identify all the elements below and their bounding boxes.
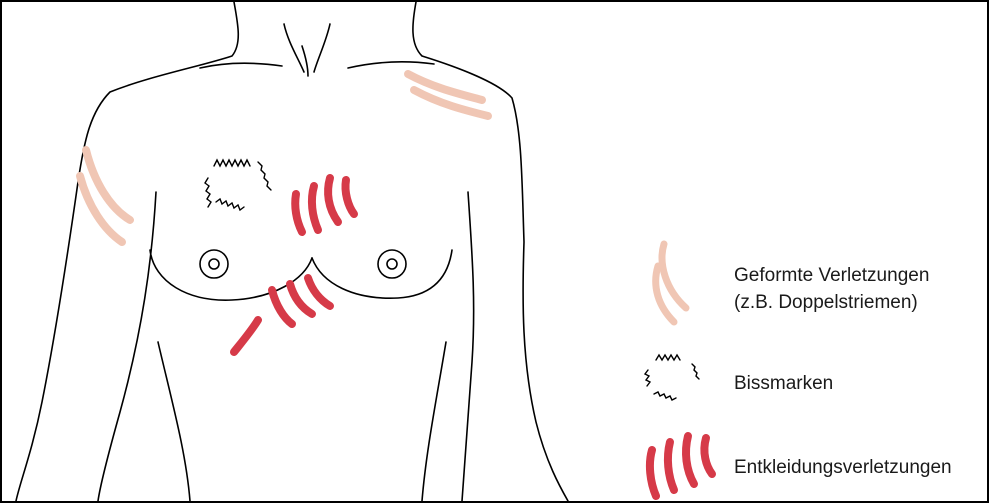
bite-mark-icon bbox=[645, 355, 699, 400]
double-stripe-icon bbox=[656, 244, 686, 322]
legend-label-bite-marks: Bissmarken bbox=[734, 372, 833, 396]
legend-label-patterned-injuries-example: (z.B. Doppelstriemen) bbox=[734, 291, 918, 315]
patterned-injuries bbox=[80, 74, 488, 242]
undressing-injuries bbox=[234, 178, 354, 352]
bite-mark bbox=[205, 160, 271, 210]
torso-outline bbox=[16, 2, 568, 501]
legend-label-undressing-injuries: Entkleidungsverletzungen bbox=[734, 456, 952, 480]
undressing-injury-icon bbox=[650, 436, 712, 496]
legend-label-patterned-injuries: Geformte Verletzungen bbox=[734, 264, 929, 288]
